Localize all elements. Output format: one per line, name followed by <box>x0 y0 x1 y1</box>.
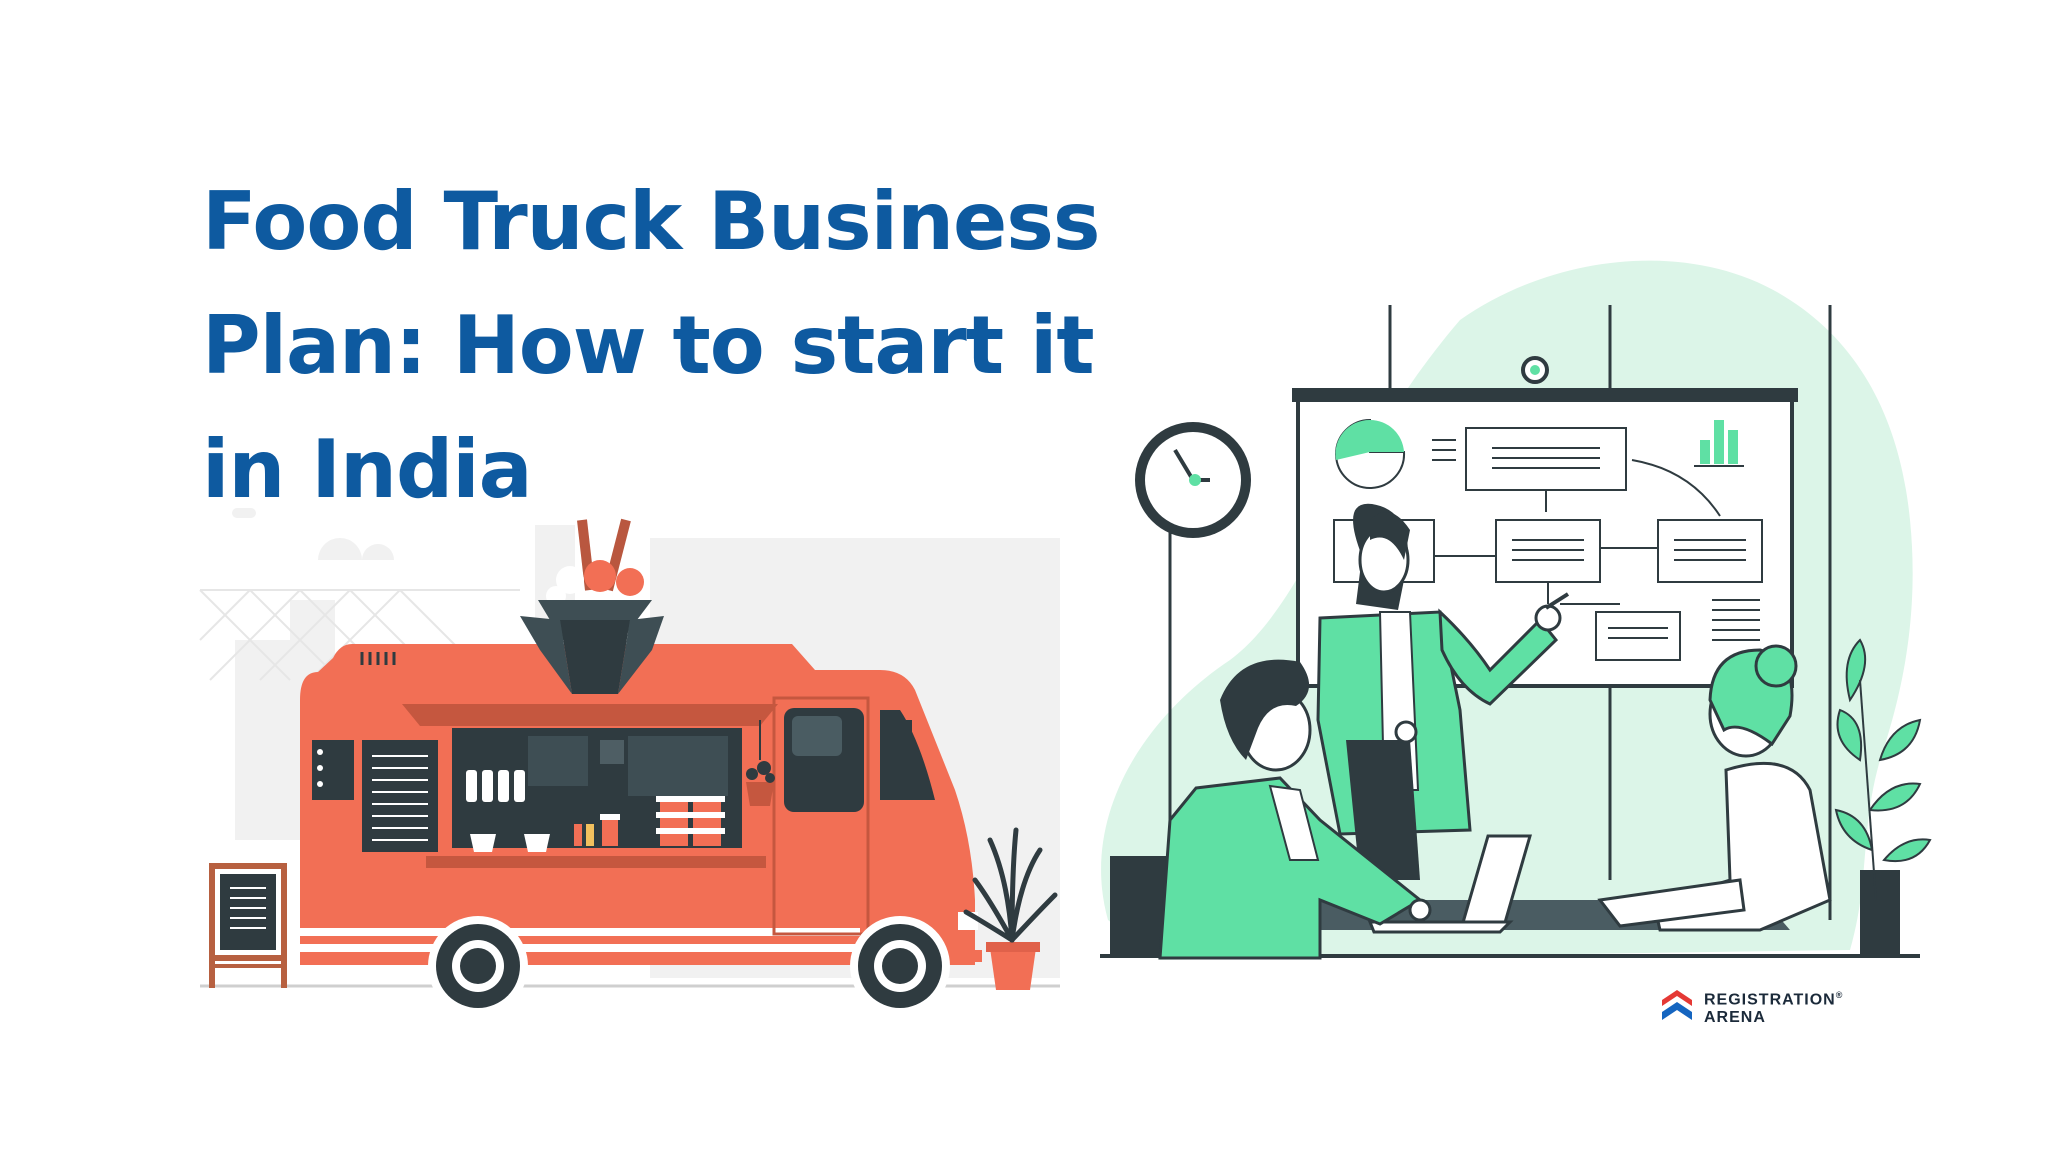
logo-registered-mark: ® <box>1835 990 1844 1000</box>
title-line-2: Plan: How to start it <box>202 299 1095 392</box>
food-truck-illustration <box>199 508 1060 1016</box>
truck-stripe <box>300 944 860 952</box>
hanging-plant-pot <box>746 782 774 806</box>
registration-arena-logo-icon <box>1662 990 1692 1020</box>
menu-board-stand <box>209 863 287 988</box>
truck-counter <box>426 856 766 868</box>
bar-chart-icon <box>1700 420 1738 464</box>
seated-man <box>1158 659 1432 960</box>
truck-wheel-front <box>850 916 950 1016</box>
truck-wheel-rear <box>428 916 528 1016</box>
truck-menu-board <box>362 740 438 852</box>
truck-door <box>772 696 870 936</box>
leafy-plant <box>1834 638 1932 901</box>
roof-vent-lines <box>360 652 396 665</box>
food-containers <box>656 796 725 846</box>
bottles <box>466 770 525 802</box>
chair-left <box>1110 856 1166 956</box>
truck-roof-vent <box>345 648 405 668</box>
seated-woman <box>1597 644 1832 932</box>
logo-text: REGISTRATION® ARENA <box>1704 986 1843 1027</box>
wall-clock-icon <box>1135 422 1251 538</box>
logo-line-1: REGISTRATION <box>1704 991 1836 1009</box>
title-line-3: in India <box>202 423 533 516</box>
page-title: Food Truck Business Plan: How to start i… <box>202 160 1162 532</box>
takeout-box-icon <box>520 518 664 694</box>
laptop-icon <box>1367 834 1532 934</box>
plant-icon <box>963 827 1058 990</box>
condiments <box>574 814 620 846</box>
chair-right <box>1860 870 1900 956</box>
truck-stripe <box>300 928 860 936</box>
logo-line-2: ARENA <box>1704 1009 1766 1027</box>
office-meeting-illustration <box>1100 260 1932 960</box>
truck-awning <box>402 704 778 726</box>
title-line-1: Food Truck Business <box>202 175 1101 268</box>
presenter-woman <box>1316 503 1570 880</box>
